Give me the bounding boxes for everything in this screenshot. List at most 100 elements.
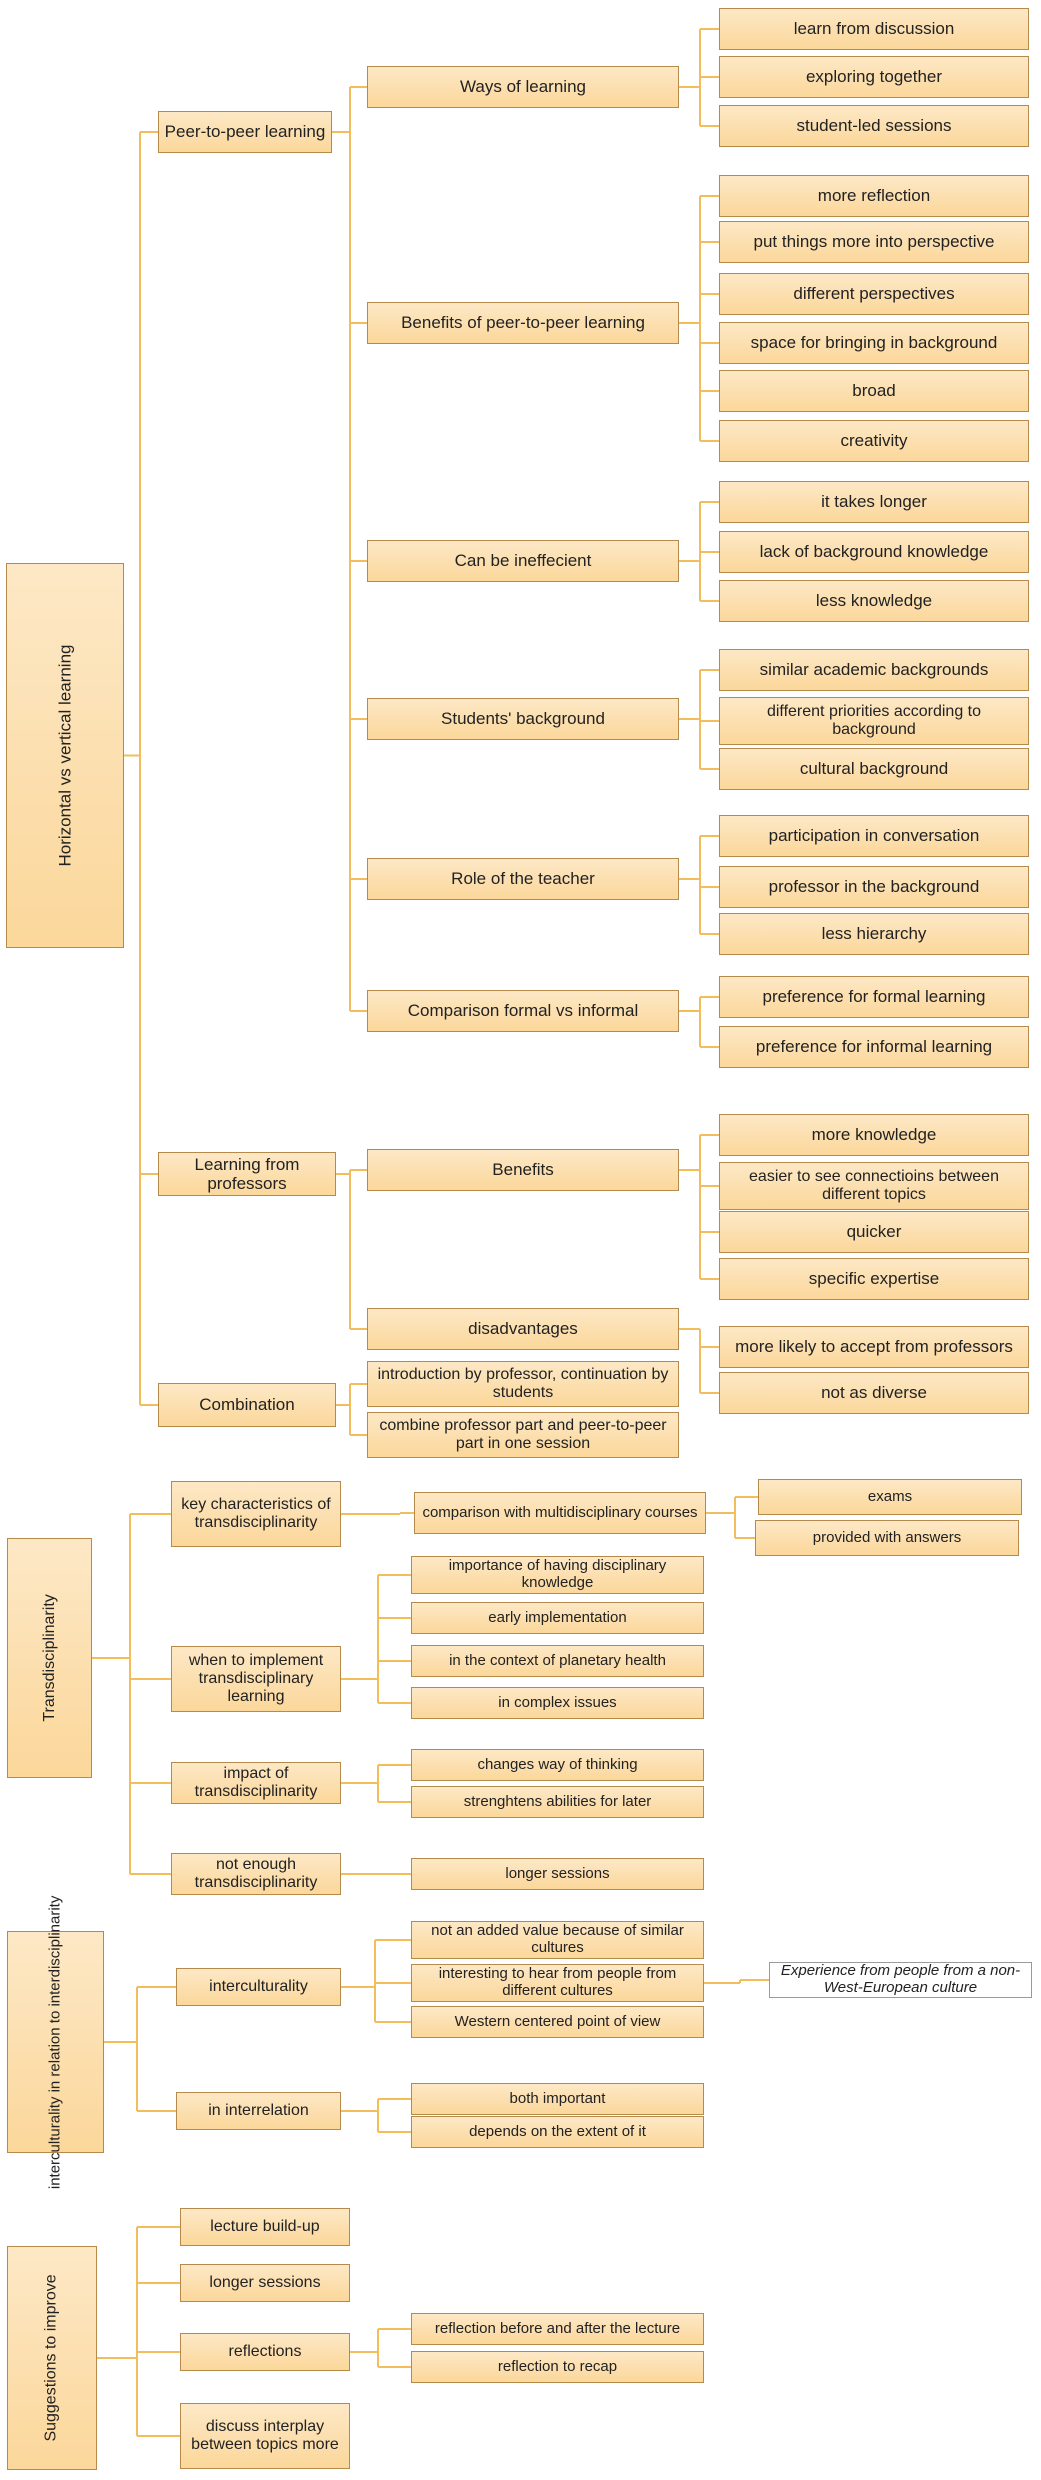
node-not-as-diverse: not as diverse — [719, 1372, 1029, 1414]
node-label: preference for formal learning — [762, 987, 986, 1007]
node-label: exploring together — [805, 67, 943, 87]
node-lack-of-background-knowledge: lack of background knowledge — [719, 531, 1029, 573]
node-reflection-before-and-after-the-lecture: reflection before and after the lecture — [411, 2313, 704, 2345]
node-label: discuss interplay between topics more — [191, 2418, 339, 2453]
node-different-priorities-according-to-backgr: different priorities according to backgr… — [719, 697, 1029, 745]
root-node-interculturality-in-relation-to-interdis: interculturality in relation to interdis… — [7, 1895, 104, 2189]
node-label: in complex issues — [498, 1693, 617, 1711]
node-label: space for bringing in background — [750, 333, 998, 353]
node-key-characteristics-of-transdisciplinari: key characteristics of transdisciplinari… — [171, 1481, 341, 1547]
node-comparison-formal-vs-informal: Comparison formal vs informal — [367, 990, 679, 1032]
node-label: learn from discussion — [793, 19, 955, 39]
node-less-hierarchy: less hierarchy — [719, 913, 1029, 955]
node-not-an-added-value-because-of-similar-cu: not an added value because of similar cu… — [411, 1921, 704, 1959]
node-role-of-the-teacher: Role of the teacher — [367, 858, 679, 900]
node-label: creativity — [840, 431, 908, 451]
node-label: lecture build-up — [210, 2218, 320, 2236]
node-interesting-to-hear-from-people-from-dif: interesting to hear from people from dif… — [411, 1964, 704, 2002]
node-more-reflection: more reflection — [719, 175, 1029, 217]
node-label: broad — [852, 381, 896, 401]
node-label: cultural background — [799, 759, 949, 779]
node-label: Suggestions to improve — [43, 2274, 61, 2442]
node-not-enough-transdisciplinarity: not enough transdisciplinarity — [171, 1853, 341, 1895]
node-label: importance of having disciplinary knowle… — [448, 1557, 667, 1591]
root-node-suggestions-to-improve: Suggestions to improve — [7, 2246, 97, 2470]
node-label: more likely to accept from professors — [735, 1337, 1013, 1357]
node-exploring-together: exploring together — [719, 56, 1029, 98]
node-label: it takes longer — [821, 492, 927, 512]
node-label: interculturality — [209, 1978, 308, 1996]
node-discuss-interplay-between-topics-more: discuss interplay between topics more — [180, 2403, 350, 2469]
node-label: comparison with multidisciplinary course… — [422, 1503, 698, 1521]
node-label: student-led sessions — [796, 116, 952, 136]
node-in-complex-issues: in complex issues — [411, 1687, 704, 1719]
node-label: changes way of thinking — [477, 1755, 638, 1773]
node-lecture-build-up: lecture build-up — [180, 2208, 350, 2246]
node-provided-with-answers: provided with answers — [755, 1520, 1019, 1556]
node-label: Experience from people from a non-West-E… — [780, 1962, 1021, 1996]
node-more-likely-to-accept-from-professors: more likely to accept from professors — [719, 1326, 1029, 1368]
node-label: lack of background knowledge — [759, 542, 989, 562]
node-preference-for-formal-learning: preference for formal learning — [719, 976, 1029, 1018]
node-label: easier to see connectioins between diffe… — [749, 1168, 999, 1203]
node-label: in interrelation — [208, 2102, 309, 2120]
node-label: preference for informal learning — [755, 1037, 993, 1057]
node-label: Benefits — [492, 1160, 554, 1180]
node-professor-in-the-background: professor in the background — [719, 866, 1029, 908]
node-label: reflection before and after the lecture — [434, 2319, 681, 2337]
node-label: more reflection — [817, 186, 931, 206]
node-put-things-more-into-perspective: put things more into perspective — [719, 221, 1029, 263]
node-label: Peer-to-peer learning — [164, 122, 326, 142]
node-it-takes-longer: it takes longer — [719, 481, 1029, 523]
node-strenghtens-abilities-for-later: strenghtens abilities for later — [411, 1786, 704, 1818]
node-label: Transdisciplinarity — [40, 1594, 58, 1722]
node-label: both important — [509, 2089, 606, 2107]
root-node-transdisciplinarity: Transdisciplinarity — [7, 1538, 92, 1778]
node-space-for-bringing-in-background: space for bringing in background — [719, 322, 1029, 364]
node-label: more knowledge — [811, 1125, 937, 1145]
node-label: Comparison formal vs informal — [407, 1001, 639, 1021]
node-less-knowledge: less knowledge — [719, 580, 1029, 622]
node-label: key characteristics of transdisciplinari… — [181, 1496, 331, 1531]
node-changes-way-of-thinking: changes way of thinking — [411, 1749, 704, 1781]
root-node-horizontal-vs-vertical-learning: Horizontal vs vertical learning — [6, 563, 124, 948]
node-specific-expertise: specific expertise — [719, 1258, 1029, 1300]
node-broad: broad — [719, 370, 1029, 412]
node-exams: exams — [758, 1479, 1022, 1515]
node-label: provided with answers — [812, 1528, 962, 1546]
node-combine-professor-part-and-peer-to-peer-: combine professor part and peer-to-peer … — [367, 1412, 679, 1458]
node-preference-for-informal-learning: preference for informal learning — [719, 1026, 1029, 1068]
node-label: similar academic backgrounds — [759, 660, 989, 680]
node-label: exams — [867, 1487, 913, 1505]
node-depends-on-the-extent-of-it: depends on the extent of it — [411, 2116, 704, 2148]
node-label: reflections — [228, 2343, 302, 2361]
node-label: Students' background — [441, 709, 605, 729]
node-label: different perspectives — [793, 284, 955, 304]
node-label: depends on the extent of it — [469, 2122, 646, 2140]
node-label: specific expertise — [808, 1269, 940, 1289]
node-western-centered-point-of-view: Western centered point of view — [411, 2006, 704, 2038]
node-label: quicker — [846, 1222, 902, 1242]
node-reflections: reflections — [180, 2333, 350, 2371]
node-label: Combination — [199, 1395, 295, 1415]
node-label: Learning from professors — [194, 1154, 300, 1193]
node-combination: Combination — [158, 1383, 336, 1427]
node-when-to-implement-transdisciplinary-lear: when to implement transdisciplinary lear… — [171, 1646, 341, 1712]
node-label: less hierarchy — [821, 924, 927, 944]
node-creativity: creativity — [719, 420, 1029, 462]
node-label: less knowledge — [815, 591, 933, 611]
node-label: professor in the background — [768, 877, 980, 897]
node-label: Western centered point of view — [454, 2012, 661, 2030]
node-longer-sessions: longer sessions — [411, 1858, 704, 1890]
node-label: interculturality in relation to interdis… — [46, 1895, 64, 2189]
node-label: longer sessions — [505, 1864, 610, 1882]
node-experience-from-people-from-a-non-west-e: Experience from people from a non-West-E… — [769, 1962, 1032, 1998]
node-importance-of-having-disciplinary-knowle: importance of having disciplinary knowle… — [411, 1556, 704, 1594]
node-students-background: Students' background — [367, 698, 679, 740]
node-early-implementation: early implementation — [411, 1602, 704, 1634]
node-similar-academic-backgrounds: similar academic backgrounds — [719, 649, 1029, 691]
node-learn-from-discussion: learn from discussion — [719, 8, 1029, 50]
node-benefits: Benefits — [367, 1149, 679, 1191]
node-label: longer sessions — [209, 2274, 321, 2292]
node-label: impact of transdisciplinarity — [194, 1765, 318, 1800]
